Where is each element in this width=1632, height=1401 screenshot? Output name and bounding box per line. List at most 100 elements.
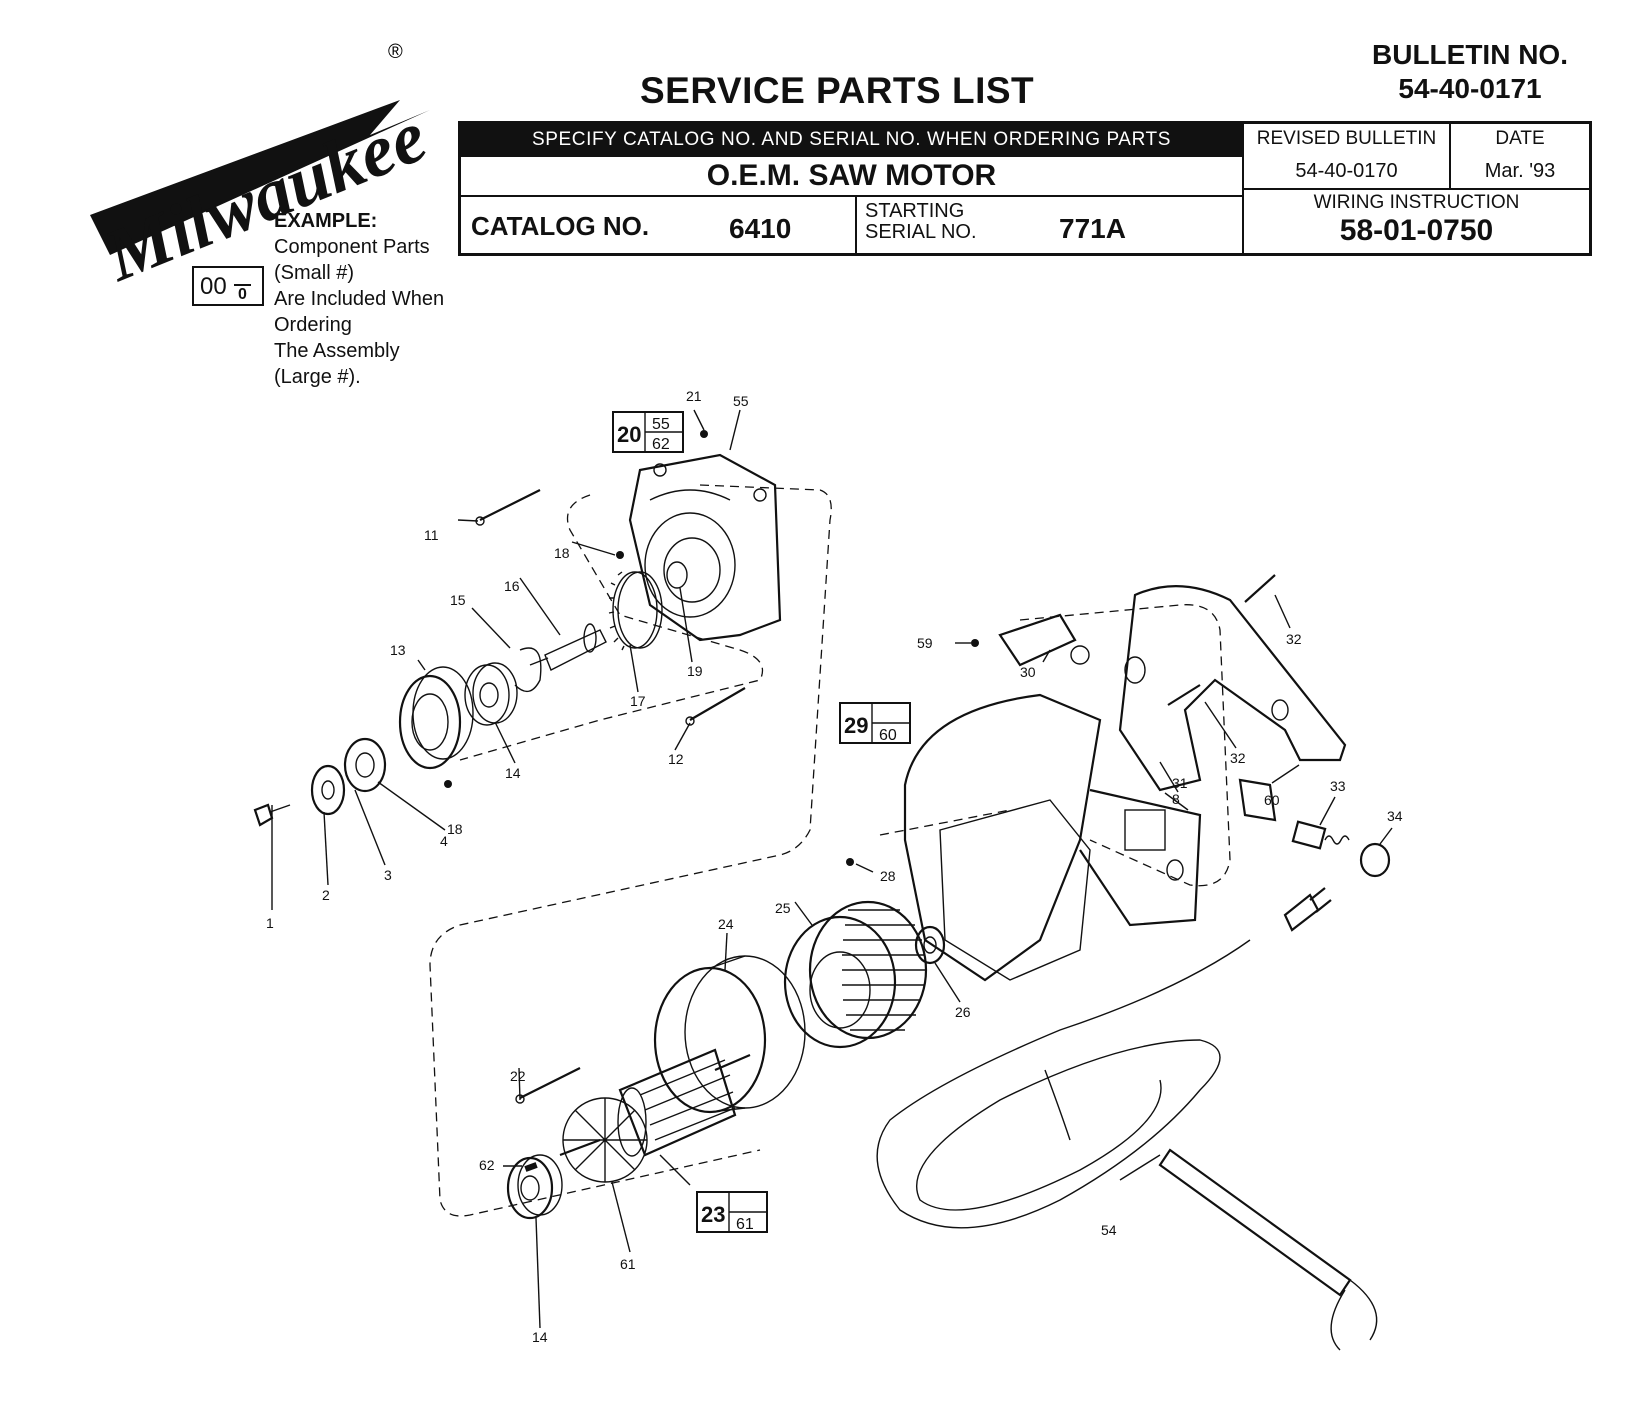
part-label: 24 xyxy=(718,916,734,932)
part-label: 25 xyxy=(775,900,791,916)
assembly-23-small: 61 xyxy=(736,1216,754,1233)
wiring-label: WIRING INSTRUCTION xyxy=(1313,192,1520,213)
motor-housing-29 xyxy=(903,693,1202,982)
screw-32-lower xyxy=(1167,684,1201,706)
bulletin-number: 54-40-0171 xyxy=(1398,73,1542,104)
group-outline-gearcase xyxy=(459,494,764,761)
part-numbers: 1 2 3 4 8 11 12 13 14 14 15 16 17 18 18 … xyxy=(266,388,1403,1345)
part-label: 14 xyxy=(532,1329,548,1345)
screw-32-upper xyxy=(1244,574,1276,603)
registered-mark: ® xyxy=(388,41,403,63)
cord-set-54 xyxy=(876,887,1378,1351)
part-label: 18 xyxy=(447,821,463,837)
header-table: SPECIFY CATALOG NO. AND SERIAL NO. WHEN … xyxy=(458,121,1592,256)
part-label: 34 xyxy=(1387,808,1403,824)
wiring-value: 58-01-0750 xyxy=(1339,214,1494,247)
baffle-24 xyxy=(653,955,806,1114)
assembly-20-small-b: 62 xyxy=(652,436,670,453)
part-label: 11 xyxy=(424,527,439,543)
part-label: 1 xyxy=(266,915,274,931)
part-label: 32 xyxy=(1286,631,1302,647)
group-outline-left xyxy=(429,484,832,1217)
washer-19 xyxy=(666,561,688,589)
part-label: 28 xyxy=(880,868,896,884)
specify-banner: SPECIFY CATALOG NO. AND SERIAL NO. WHEN … xyxy=(460,123,1243,156)
screw-12 xyxy=(689,687,746,721)
page-title: SERVICE PARTS LIST xyxy=(640,70,1035,111)
part-label: 32 xyxy=(1230,750,1246,766)
screw-21 xyxy=(700,430,708,438)
part-label: 18 xyxy=(554,545,570,561)
retaining-ring-15 xyxy=(514,647,542,693)
part-label: 59 xyxy=(917,635,933,651)
brush-holder-60 xyxy=(1238,778,1277,822)
example-line: Ordering xyxy=(274,314,352,336)
part-label: 13 xyxy=(390,642,406,658)
screw-18-lower xyxy=(444,780,452,788)
part-label: 30 xyxy=(1020,664,1036,680)
screw-59 xyxy=(971,639,979,647)
gear-17 xyxy=(608,571,663,651)
assembly-29-large: 29 xyxy=(844,713,868,738)
legend-assembly-box: 00 0 xyxy=(192,266,264,306)
part-label: 22 xyxy=(510,1068,526,1084)
example-legend: EXAMPLE: Component Parts (Small #) Are I… xyxy=(274,208,444,390)
serial-number: 771A xyxy=(1059,213,1126,244)
pin-28 xyxy=(846,858,854,866)
part-label: 2 xyxy=(322,887,330,903)
bearing-26 xyxy=(914,925,946,965)
part-label: 16 xyxy=(504,578,520,594)
part-label: 61 xyxy=(620,1256,636,1272)
part-label: 60 xyxy=(1264,792,1280,808)
legend-large-number: 00 xyxy=(200,273,227,300)
brush-cap-34 xyxy=(1359,842,1391,878)
serial-cell: STARTING SERIAL NO. 771A xyxy=(856,196,1243,254)
part-label: 26 xyxy=(955,1004,971,1020)
date-cell: DATE Mar. '93 xyxy=(1450,123,1590,189)
switch-30 xyxy=(998,613,1090,667)
part-label: 8 xyxy=(1172,791,1180,807)
example-line: (Large #). xyxy=(274,366,361,388)
bearing-14-lower xyxy=(506,1154,563,1220)
fan-61 xyxy=(562,1097,648,1183)
revised-value: 54-40-0170 xyxy=(1295,160,1398,182)
date-value: Mar. '93 xyxy=(1484,160,1556,182)
part-label: 15 xyxy=(450,592,466,608)
catalog-number: 6410 xyxy=(729,213,792,244)
leader-dashed xyxy=(879,809,1011,836)
example-line: Component Parts xyxy=(274,236,430,258)
part-label: 62 xyxy=(479,1157,495,1173)
screw-11 xyxy=(479,489,541,521)
part-label: 17 xyxy=(630,693,646,709)
bulletin-block: BULLETIN NO. 54-40-0171 xyxy=(1320,38,1620,106)
assembly-23-large: 23 xyxy=(701,1202,725,1227)
logo-lightning-icon xyxy=(90,100,430,255)
flange-13 xyxy=(398,666,474,770)
wiring-cell: WIRING INSTRUCTION 58-01-0750 xyxy=(1243,189,1590,254)
part-label: 33 xyxy=(1330,778,1346,794)
example-line: The Assembly xyxy=(274,340,400,362)
part-label: 3 xyxy=(384,867,392,883)
example-line: Are Included When xyxy=(274,288,445,310)
part-label: 19 xyxy=(687,663,703,679)
milwaukee-logo: Milwaukee ® xyxy=(90,41,437,290)
armature-23 xyxy=(559,1048,751,1183)
catalog-label: CATALOG NO. xyxy=(471,211,650,241)
blade-washer-2 xyxy=(310,764,346,816)
revised-label: REVISED BULLETIN xyxy=(1256,128,1437,149)
date-label: DATE xyxy=(1495,128,1545,149)
revised-cell: REVISED BULLETIN 54-40-0170 xyxy=(1243,123,1450,189)
part-label: 12 xyxy=(668,751,684,767)
part-label: 31 xyxy=(1172,775,1188,791)
pin-62 xyxy=(524,1162,538,1172)
assembly-box-29: 29 60 xyxy=(839,702,911,744)
part-label: 21 xyxy=(686,388,702,404)
carbon-brush-33 xyxy=(1291,820,1350,850)
part-label: 54 xyxy=(1101,1222,1117,1238)
leader-lines xyxy=(271,409,1393,1329)
part-label: 55 xyxy=(733,393,749,409)
assembly-box-20: 20 55 62 xyxy=(612,411,684,453)
part-label: 4 xyxy=(440,833,448,849)
screw-22 xyxy=(519,1067,581,1099)
screw-18-upper xyxy=(616,551,624,559)
